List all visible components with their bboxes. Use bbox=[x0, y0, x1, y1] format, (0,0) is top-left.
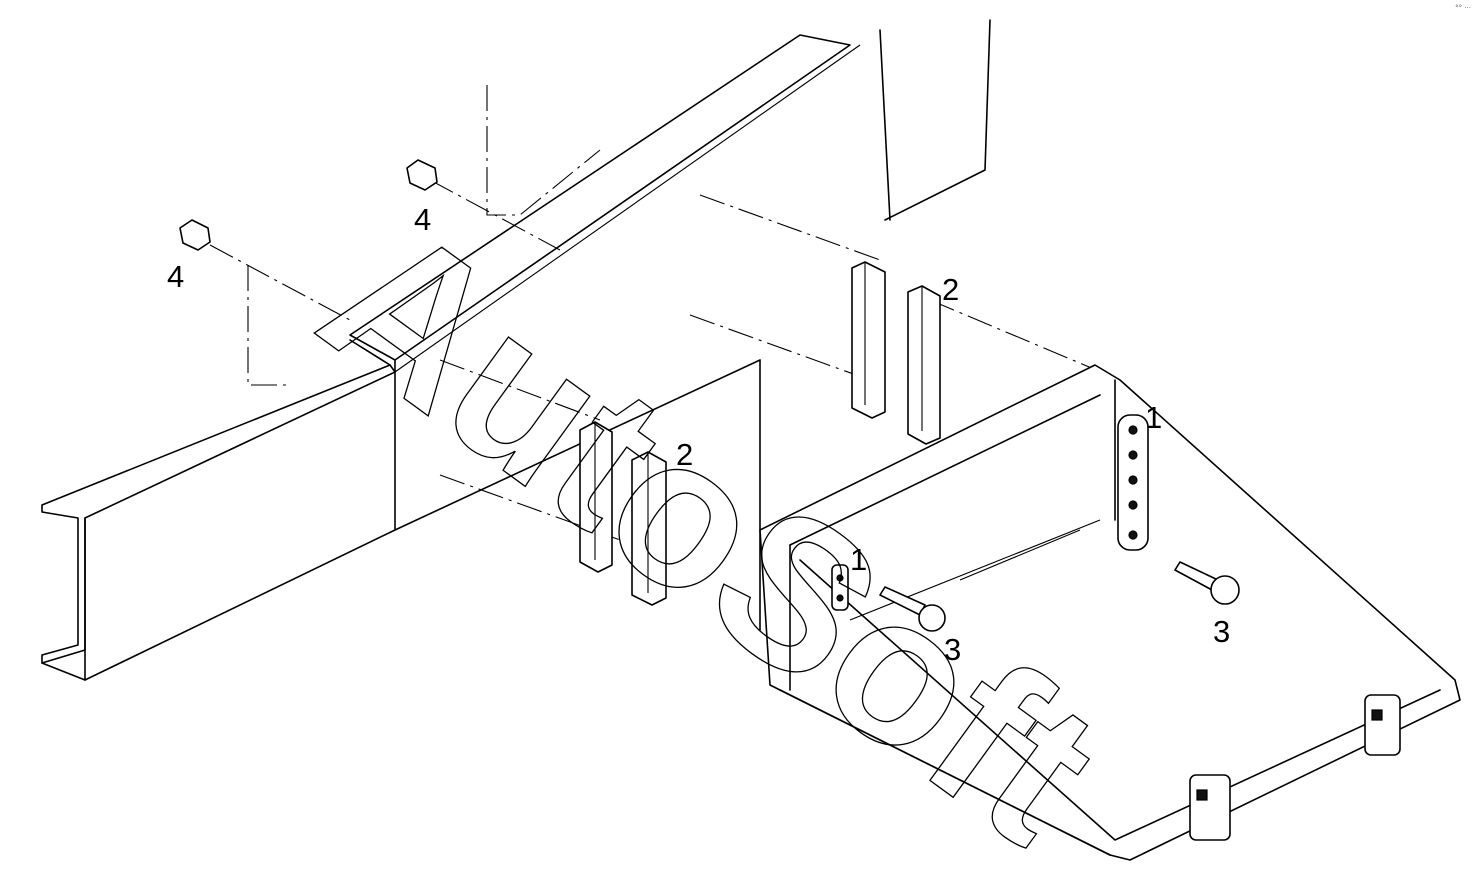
callout-3a: 3 bbox=[1213, 614, 1230, 649]
bracket-pair-rear bbox=[851, 261, 941, 445]
callout-labels: 1 1 2 2 3 3 4 4 bbox=[167, 202, 1230, 667]
battery-tray bbox=[759, 364, 1461, 861]
corner-mark: °° ··· bbox=[1455, 4, 1471, 12]
nuts bbox=[179, 159, 438, 251]
callout-4b: 4 bbox=[167, 259, 184, 294]
bolts bbox=[879, 561, 1240, 632]
callout-2b: 2 bbox=[676, 437, 693, 472]
callout-1b: 1 bbox=[850, 542, 867, 577]
callout-1a: 1 bbox=[1145, 400, 1162, 435]
callout-4a: 4 bbox=[414, 202, 431, 237]
callout-2a: 2 bbox=[942, 272, 959, 307]
strap-plates bbox=[831, 414, 1149, 611]
bracket-pair-front bbox=[579, 421, 667, 606]
callout-3b: 3 bbox=[944, 632, 961, 667]
frame-rail bbox=[41, 19, 991, 681]
